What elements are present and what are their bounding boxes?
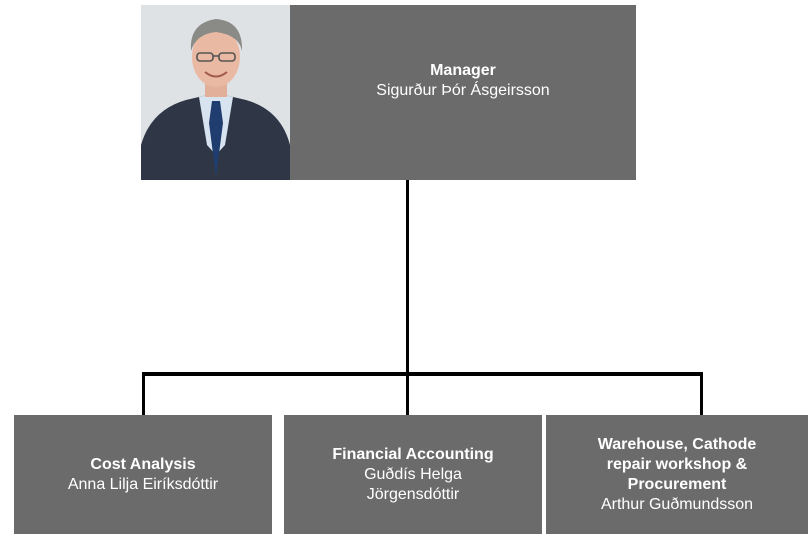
manager-box: Manager Sigurður Þór Ásgeirsson [290, 5, 636, 180]
manager-name: Sigurður Þór Ásgeirsson [376, 81, 550, 99]
connector-drop-center [406, 372, 409, 415]
department-box-financial-accounting: Financial Accounting Guðdís Helga Jörgen… [284, 415, 542, 534]
department-title: Cost Analysis [90, 455, 196, 473]
connector-drop-left [142, 372, 145, 415]
department-title: Warehouse, Cathode repair workshop & Pro… [597, 435, 757, 493]
department-head-name: Arthur Guðmundsson [600, 495, 754, 513]
manager-portrait-icon [141, 5, 290, 180]
department-head-name: Anna Lilja Eiríksdóttir [67, 475, 219, 493]
department-title: Financial Accounting [332, 445, 494, 463]
manager-photo [141, 5, 290, 180]
department-head-name: Guðdís Helga Jörgensdóttir [364, 465, 462, 503]
connector-drop-right [700, 372, 703, 415]
connector-horizontal [142, 372, 703, 376]
manager-title: Manager [430, 61, 496, 79]
department-box-warehouse: Warehouse, Cathode repair workshop & Pro… [546, 415, 808, 534]
department-box-cost-analysis: Cost Analysis Anna Lilja Eiríksdóttir [14, 415, 272, 534]
connector-vertical-main [406, 180, 409, 374]
